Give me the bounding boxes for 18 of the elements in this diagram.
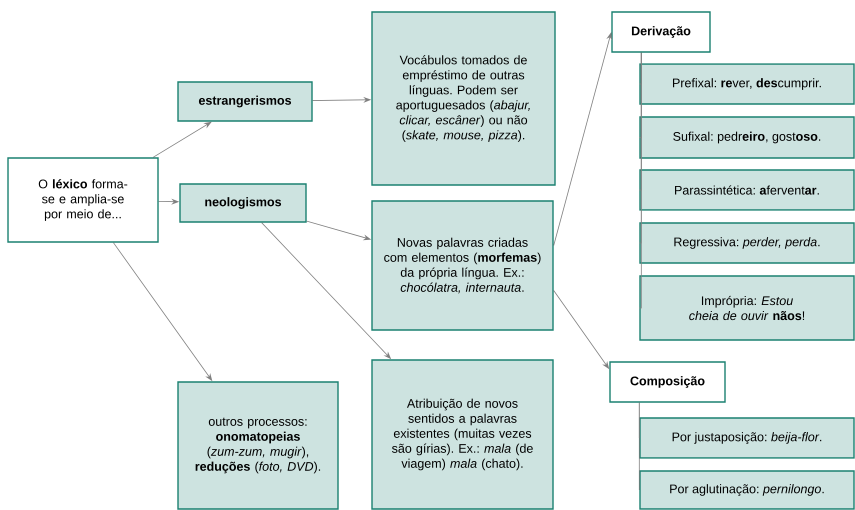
heading-box: Composição [609,361,726,403]
definition-box: Novas palavras criadas com elementos (morfemas) da própria língua. Ex.: chocólatra, internauta. [371,200,554,331]
heading-box: Derivação [611,11,711,53]
example-box: Imprópria: Estou cheia de ouvir nãos! [639,275,855,341]
example-box: Por aglutinação: pernilongo. [639,470,855,510]
connector-line [638,402,640,490]
connector-line [638,52,642,308]
example-box: Por justaposição: beija-flor. [639,417,855,459]
example-box: Prefixal: rever, descumprir. [639,63,855,105]
category-box: outros processos: onomatopeias (zum-zum, mugir), reduções (foto, DVD). [177,381,339,510]
definition-box: Vocábulos tomados de empréstimo de outras línguas. Podem ser aportuguesados (abajur, clicar, escâner) ou não (skate, mouse, pizza). [371,11,556,186]
category-box: neologismos [179,183,307,223]
concept-box: O léxico forma-se e amplia-se por meio de... [7,157,159,243]
example-box: Sufixal: pedreiro, gostoso. [639,116,855,159]
example-box: Parassintética: aferventar. [639,169,855,211]
category-box: estrangerismos [177,81,313,122]
example-box: Regressiva: perder, perda. [639,222,855,264]
definition-box: Atribuição de novos sentidos a palavras existentes (muitas vezes são gírias). Ex.: mala (de viagem) mala (chato). [371,359,554,510]
